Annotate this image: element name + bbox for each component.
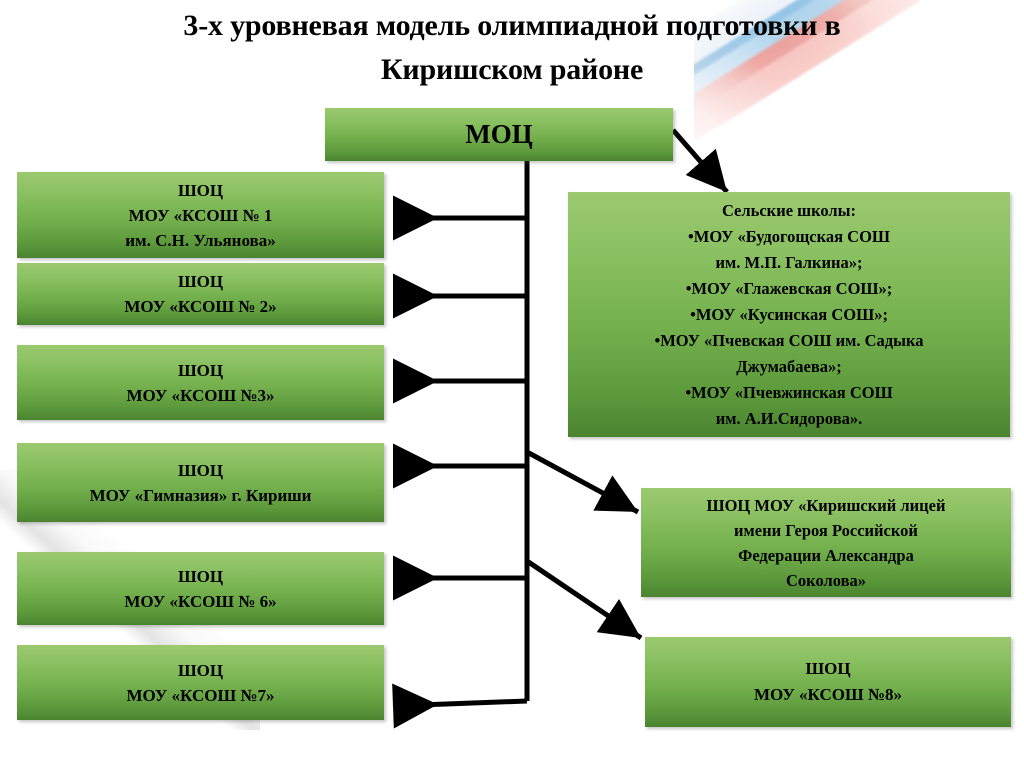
node-line: •МОУ «Кусинская СОШ»; [690,304,888,324]
connector-to-lyceum [525,449,640,515]
node-line: ШОЦ [177,360,224,380]
node-shoc-ksosh-3[interactable]: ШОЦ МОУ «КСОШ №3» [17,345,384,420]
node-line: •МОУ «Пчевская СОШ им. Садыка [654,330,924,350]
slide-title-line-1: 3-х уровневая модель олимпиадной подгото… [183,9,841,42]
node-shoc-kirishi-lyceum[interactable]: ШОЦ МОУ «Киришский лицей имени Героя Рос… [641,488,1011,597]
slide-title: 3-х уровневая модель олимпиадной подгото… [40,4,984,92]
node-moc-label: МОЦ [465,119,533,149]
node-line: МОУ «КСОШ № 1 [128,205,273,225]
node-line: •МОУ «Глажевская СОШ»; [685,278,893,298]
node-line: ШОЦ [805,659,851,678]
node-line: имени Героя Российской [734,520,918,540]
node-moc[interactable]: МОЦ [325,108,673,161]
node-line: •МОУ «Пчевжинская СОШ [685,382,893,402]
node-line: им. М.П. Галкина»; [715,252,863,272]
node-line: ШОЦ [177,180,224,200]
node-shoc-gymnasium[interactable]: ШОЦ МОУ «Гимназия» г. Кириши [17,443,384,522]
node-line: им. С.Н. Ульянова» [125,230,276,250]
node-line: Федерации Александра [738,545,914,565]
node-line: Джумабаева»; [736,356,842,376]
node-shoc-ksosh-1[interactable]: ШОЦ МОУ «КСОШ № 1 им. С.Н. Ульянова» [17,172,384,258]
node-line: ШОЦ МОУ «Киришский лицей [706,495,946,515]
node-line: им. А.И.Сидорова». [715,408,863,428]
node-line: Сельские школы: [721,200,857,220]
node-shoc-ksosh-6[interactable]: ШОЦ МОУ «КСОШ № 6» [17,552,384,625]
node-shoc-ksosh-8[interactable]: ШОЦ МОУ «КСОШ №8» [645,637,1011,727]
connector-to-shoc8 [525,558,643,641]
node-line: Соколова» [786,570,866,590]
node-line: МОУ «КСОШ №3» [126,385,275,405]
slide-title-line-2: Киришском районе [380,53,644,86]
node-line: ШОЦ [177,566,224,586]
node-line: МОУ «КСОШ № 2» [124,297,277,316]
connector-to-shoc7 [392,683,528,729]
node-line: МОУ «КСОШ №8» [754,685,902,704]
connector-to-rural-schools [671,128,729,194]
node-line: ШОЦ [177,272,224,291]
node-rural-schools[interactable]: Сельские школы: •МОУ «Будогощская СОШ им… [568,192,1010,437]
node-shoc-ksosh-7[interactable]: ШОЦ МОУ «КСОШ №7» [17,645,384,720]
node-shoc-ksosh-2[interactable]: ШОЦ МОУ «КСОШ № 2» [17,263,384,325]
node-line: МОУ «КСОШ № 6» [124,591,277,611]
node-line: МОУ «КСОШ №7» [126,685,275,705]
node-line: ШОЦ [177,460,224,480]
node-line: ШОЦ [177,660,224,680]
node-line: МОУ «Гимназия» г. Кириши [89,485,312,505]
node-line: •МОУ «Будогощская СОШ [687,226,891,246]
